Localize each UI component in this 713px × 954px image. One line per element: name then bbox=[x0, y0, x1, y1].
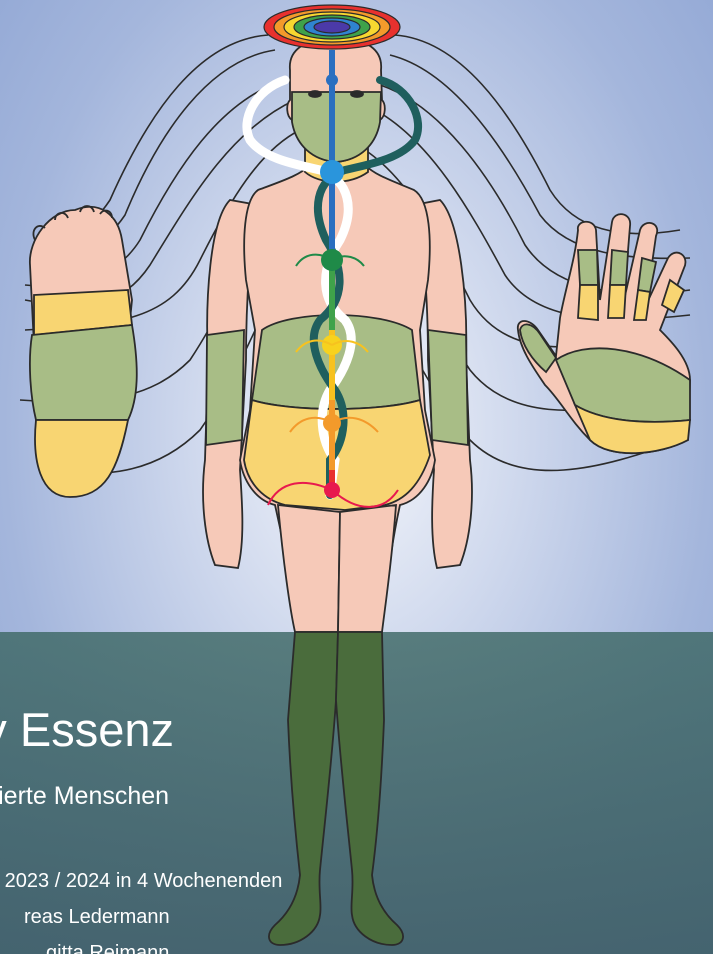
rainbow-halo-icon bbox=[264, 5, 400, 49]
foot-sole-icon bbox=[30, 206, 137, 497]
page-title: arity Essenz bbox=[0, 700, 174, 760]
instructor-name: reas Ledermann bbox=[24, 904, 170, 930]
subtitle: eressierte Menschen bbox=[0, 780, 169, 812]
hand-palm-icon bbox=[518, 214, 690, 453]
course-schedule: e 2023 / 2024 in 4 Wochenenden bbox=[0, 868, 282, 894]
instructor-name: gitta Reimann bbox=[46, 940, 169, 954]
